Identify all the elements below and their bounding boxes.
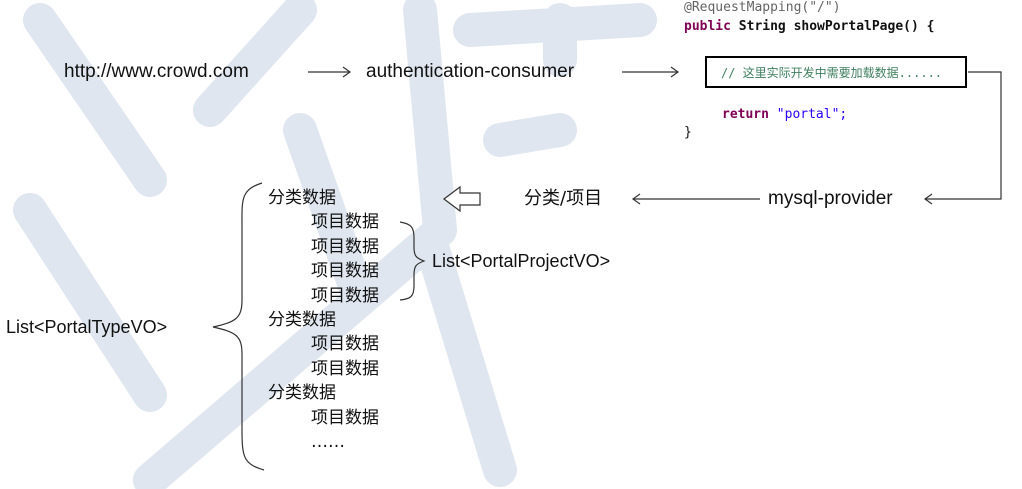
- arrow-code-to-provider: [925, 71, 1002, 200]
- url-label: http://www.crowd.com: [64, 61, 249, 82]
- category-project-label: 分类/项目: [524, 188, 603, 209]
- project-data-item: 项目数据: [311, 358, 379, 379]
- code-annotation: @RequestMapping("/"): [684, 0, 841, 15]
- inner-brace: [399, 221, 426, 301]
- project-data-item: 项目数据: [311, 407, 379, 428]
- project-data-item: 项目数据: [311, 236, 379, 257]
- project-data-item: 项目数据: [311, 334, 379, 355]
- project-data-item: 项目数据: [311, 212, 379, 233]
- inner-list-label: List<PortalProjectVO>: [432, 251, 611, 271]
- code-comment: // 这里实际开发中需要加载数据......: [721, 66, 943, 80]
- provider-label: mysql-provider: [768, 188, 893, 209]
- project-data-item: ……: [311, 432, 345, 452]
- outer-brace: [212, 182, 265, 471]
- hollow-arrow: [443, 185, 481, 213]
- consumer-label: authentication-consumer: [366, 61, 575, 82]
- category-data-item: 分类数据: [268, 383, 336, 404]
- project-data-item: 项目数据: [311, 261, 379, 282]
- code-keyword-return: return: [722, 107, 769, 122]
- code-return-line: return "portal";: [722, 106, 847, 123]
- comment-box: // 这里实际开发中需要加载数据......: [705, 56, 967, 88]
- category-data-item: 分类数据: [268, 188, 336, 208]
- code-close-brace: }: [684, 125, 692, 140]
- code-return-value: "portal";: [768, 107, 848, 122]
- outer-list-label: List<PortalTypeVO>: [6, 317, 168, 337]
- code-keyword-public: public: [684, 19, 731, 34]
- code-snippet: @RequestMapping("/") public String showP…: [684, 0, 1004, 150]
- category-data-item: 分类数据: [268, 310, 336, 330]
- code-signature: String showPortalPage() {: [730, 19, 935, 34]
- project-data-item: 项目数据: [311, 285, 379, 306]
- code-signature-line: public String showPortalPage() {: [684, 18, 934, 35]
